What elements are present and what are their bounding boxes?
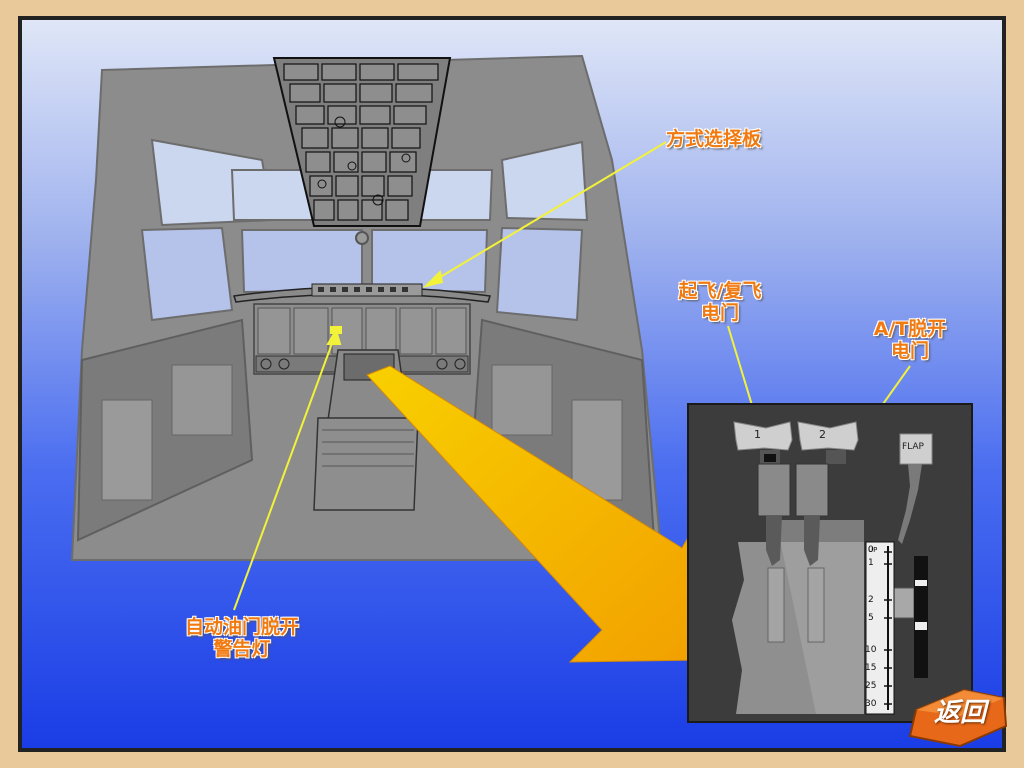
toga-label-line2: 电门 — [700, 302, 739, 324]
flap-scale-25: 25 — [865, 681, 877, 691]
flap-scale-10: 10 — [865, 645, 877, 655]
flap-label: FLAP — [902, 442, 924, 452]
toga-switch[interactable] — [764, 454, 776, 462]
flap-scale-15: 15 — [865, 663, 877, 673]
mode-control-panel — [233, 283, 491, 303]
flap-scale-30: 30 — [865, 699, 877, 709]
at-disconnect-label-line2: 电门 — [890, 340, 929, 362]
lever-2-number: 2 — [819, 428, 826, 441]
at-warning-label-line1: 自动油门脱开 — [184, 616, 299, 638]
flap-scale-1: 1 — [868, 558, 874, 568]
throttle-inset — [687, 403, 973, 723]
slide-frame: 1 2 FLAP UP 0 1 2 5 10 15 25 30 方式选择板 起飞… — [18, 16, 1006, 752]
return-button-shape — [908, 688, 1008, 748]
flap-scale-0: 0 — [868, 545, 874, 555]
toga-label-line1: 起飞/复飞 — [678, 280, 762, 302]
return-button[interactable]: 返回 — [908, 688, 1012, 748]
flap-scale-up: UP — [868, 546, 878, 554]
lever-1-number: 1 — [754, 428, 761, 441]
throttle-lever-2[interactable] — [797, 421, 859, 451]
return-button-label: 返回 — [933, 698, 986, 728]
throttle-lever-1[interactable] — [733, 421, 793, 451]
mode-panel-label: 方式选择板 — [666, 128, 762, 150]
flap-handle[interactable] — [899, 433, 933, 465]
cockpit-scene — [70, 54, 973, 723]
overhead-panel — [272, 57, 452, 227]
flap-scale-5: 5 — [868, 613, 874, 623]
at-disconnect-label-line1: A/T脱开 — [873, 318, 947, 340]
flap-scale-2: 2 — [868, 595, 874, 605]
at-warning-label-line2: 警告灯 — [213, 638, 271, 660]
